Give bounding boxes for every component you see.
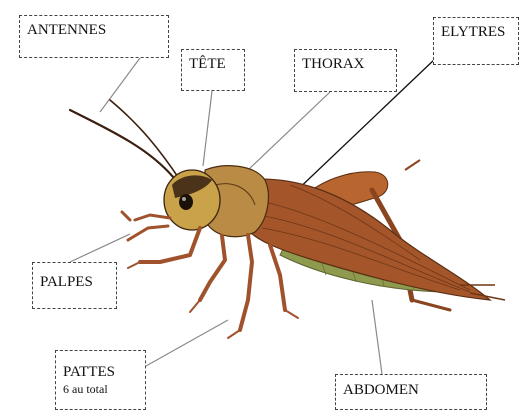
leader-line-tete xyxy=(203,91,212,166)
label-abdomen-text: ABDOMEN xyxy=(343,382,419,398)
legs xyxy=(140,228,285,330)
palps xyxy=(122,212,170,240)
label-tete-text: TÊTE xyxy=(189,56,226,72)
label-antennes: ANTENNES xyxy=(19,15,169,58)
leader-line-abdomen xyxy=(372,300,382,374)
leader-line-palpes xyxy=(70,234,130,262)
label-pattes-note: 6 au total xyxy=(63,383,138,395)
eye xyxy=(179,194,193,210)
label-palpes: PALPES xyxy=(32,262,117,309)
label-thorax: THORAX xyxy=(294,49,397,92)
label-thorax-text: THORAX xyxy=(302,56,365,72)
label-pattes-text: PATTES xyxy=(63,364,115,380)
tarsi xyxy=(128,262,298,338)
antennae xyxy=(70,100,180,180)
label-elytres: ELYTRES xyxy=(433,17,519,65)
leader-line-pattes xyxy=(146,320,228,366)
label-antennes-text: ANTENNES xyxy=(27,22,106,38)
leader-line-thorax xyxy=(248,92,330,170)
label-abdomen: ABDOMEN xyxy=(335,374,487,410)
label-elytres-text: ELYTRES xyxy=(441,24,505,40)
label-palpes-text: PALPES xyxy=(40,274,93,290)
leader-line-antennes xyxy=(100,58,140,112)
label-pattes: PATTES 6 au total xyxy=(55,350,146,410)
label-tete: TÊTE xyxy=(181,49,245,91)
